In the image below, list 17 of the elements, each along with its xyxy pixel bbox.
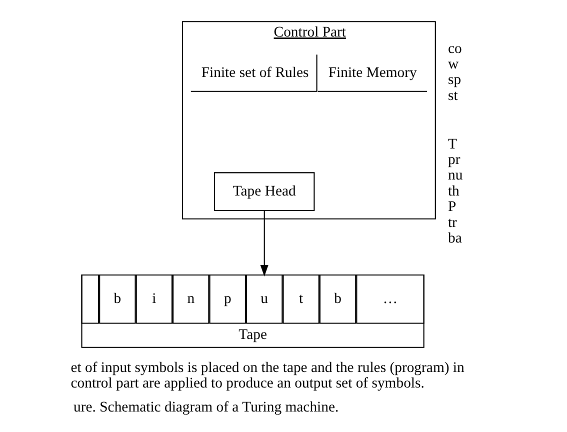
label: et of input symbols is placed on the tape and the rules (program) in control part are applied to produce an output set of symbols. — [70, 359, 464, 391]
label: T pr nu th P tr ba — [448, 136, 463, 246]
node-box: t — [282, 274, 320, 324]
node-box: u — [246, 274, 283, 324]
node-box: Tape Head — [214, 172, 315, 210]
caption: ure. Schematic diagram of a Turing machine. — [74, 399, 339, 416]
node-box: b — [99, 274, 136, 324]
node-box: p — [209, 274, 246, 324]
node-text: Finite Memory — [328, 64, 417, 80]
node-box: … — [356, 274, 424, 324]
node-box: i — [136, 274, 173, 324]
node-box: n — [172, 274, 210, 324]
node-box: b — [319, 274, 356, 324]
label: co w sp st — [448, 40, 462, 104]
arrow — [260, 210, 268, 276]
node-box — [81, 274, 100, 324]
node-text: Finite set of Rules — [201, 64, 309, 80]
